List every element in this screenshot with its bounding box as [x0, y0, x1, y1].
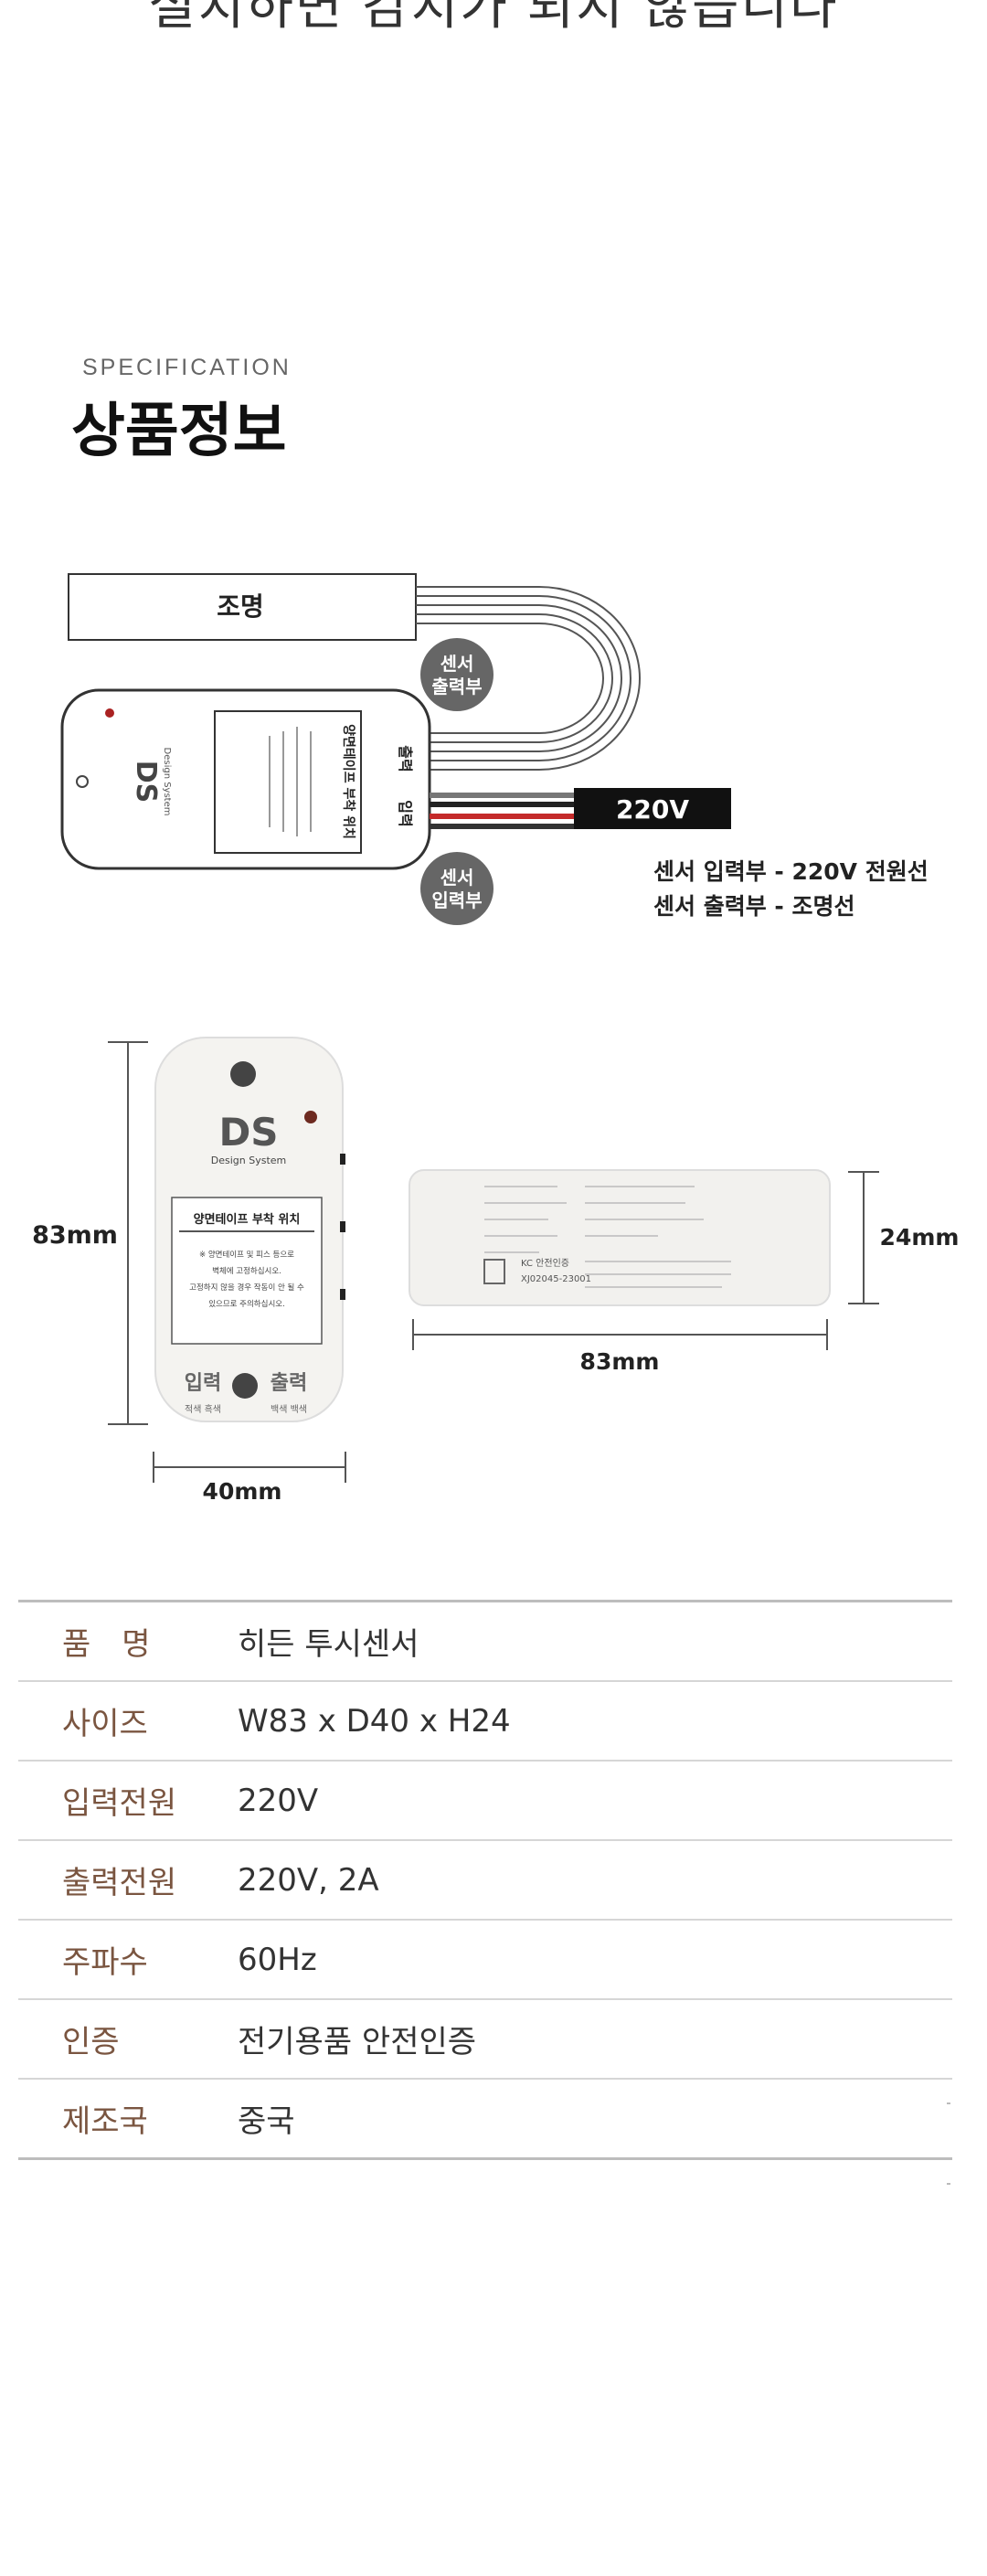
kc-text: KC 안전인증: [521, 1258, 569, 1269]
spec-value: 220V, 2A: [238, 1861, 379, 1899]
spec-value: 220V: [238, 1782, 319, 1819]
front-led: [304, 1111, 317, 1123]
device-logo: DS: [130, 761, 162, 804]
front-sticker-line-1: ※ 양면테이프 및 피스 등으로: [199, 1250, 294, 1260]
front-brand: Design System: [211, 1155, 287, 1166]
kc-code: XJ02045-23001: [521, 1274, 591, 1284]
output-wires: [416, 586, 641, 771]
spec-label: 주파수: [62, 1944, 148, 1981]
spec-value: 60Hz: [238, 1941, 317, 1978]
front-sticker: [171, 1197, 323, 1345]
side-length-label: 83mm: [580, 1348, 660, 1375]
spec-value: W83 x D40 x H24: [238, 1702, 511, 1740]
spec-row: 입력전원 220V: [18, 1762, 952, 1841]
spec-row: 품 명 히든 투시센서: [18, 1600, 952, 1682]
dimension-drawing: 83mm DS Design System 양면테이프 부착 위치 ※ 양면테이…: [32, 1037, 960, 1505]
side-height-label: 24mm: [880, 1224, 960, 1251]
spec-table: 품 명 히든 투시센서 사이즈 W83 x D40 x H24 입력전원 220…: [18, 1600, 952, 2160]
device-sticker-title: 양면테이프 부착 위치: [341, 724, 356, 839]
sensor-output-label-1: 센서: [440, 653, 474, 675]
front-sticker-inner: [179, 1230, 314, 1232]
device-screw: [76, 775, 89, 788]
spec-value: 전기용품 안전인증: [238, 2024, 477, 2060]
device-brand: Design System: [162, 748, 172, 816]
lamp-box: [68, 573, 417, 641]
sensor-output-bubble: [420, 638, 494, 711]
edge-mark: [947, 2102, 950, 2104]
spec-value: 히든 투시센서: [238, 1626, 419, 1663]
lamp-label: 조명: [217, 591, 264, 622]
spec-label: 제조국: [62, 2103, 148, 2140]
edge-mark: [947, 2183, 950, 2185]
spec-label: 품 명: [62, 1626, 151, 1663]
legend-output: 센서 출력부 - 조명선: [653, 893, 855, 920]
side-height-dimension: [848, 1171, 879, 1304]
front-width-dimension: [153, 1452, 346, 1483]
front-side-clips: [340, 1154, 345, 1300]
front-sticker-title: 양면테이프 부착 위치: [194, 1212, 301, 1227]
sensor-output-label-2: 출력부: [431, 676, 482, 697]
front-port-out: 출력: [271, 1372, 307, 1395]
front-sticker-line-4: 있으므로 주의하십시오.: [208, 1299, 285, 1309]
spec-label: 출력전원: [62, 1865, 177, 1901]
side-length-dimension: [412, 1319, 828, 1350]
spec-value: 중국: [238, 2103, 295, 2140]
spec-row: 인증 전기용품 안전인증: [18, 2000, 952, 2080]
spec-label: 사이즈: [62, 1706, 148, 1742]
spec-label: 입력전원: [62, 1785, 177, 1822]
sensor-input-bubble: [420, 852, 494, 925]
front-port-in-sub: 적색 흑색: [185, 1403, 221, 1415]
power-label: 220V: [616, 794, 689, 825]
section-eyebrow: SPECIFICATION: [82, 355, 292, 380]
device-sticker: [214, 710, 362, 854]
side-device-body: [409, 1169, 831, 1306]
wiring-diagram: 조명 양면테이프 부착 위치 DS Design System 출력 입력 22…: [60, 573, 929, 925]
device-port-in: 입력: [397, 800, 414, 826]
front-sticker-line-3: 고정하지 않을 경우 작동이 안 될 수: [189, 1283, 304, 1293]
spec-row: 사이즈 W83 x D40 x H24: [18, 1682, 952, 1762]
top-caption: 설치하면 감지가 되지 않습니다: [148, 0, 839, 37]
front-port-in: 입력: [185, 1372, 221, 1395]
spec-row: 주파수 60Hz: [18, 1921, 952, 2000]
front-height-dimension: [108, 1041, 148, 1425]
front-port-out-sub: 백색 백색: [271, 1404, 307, 1415]
spec-row: 출력전원 220V, 2A: [18, 1841, 952, 1921]
spec-row: 제조국 중국: [18, 2080, 952, 2160]
spec-label: 인증: [62, 2024, 120, 2060]
sensor-input-label-1: 센서: [440, 867, 474, 889]
side-device-label-lines: [484, 1186, 731, 1288]
section-title: 상품정보: [71, 398, 287, 465]
front-bottom-screw: [232, 1373, 258, 1399]
kc-mark: [483, 1259, 505, 1284]
legend-input: 센서 입력부 - 220V 전원선: [653, 858, 929, 885]
device-port-out: 출력: [397, 745, 414, 772]
front-logo: DS: [218, 1110, 278, 1155]
device-led: [105, 708, 114, 718]
sensor-input-label-2: 입력부: [431, 889, 482, 911]
front-width-label: 40mm: [203, 1478, 282, 1505]
front-top-screw: [230, 1061, 256, 1087]
input-wires: [430, 793, 576, 829]
front-height-label: 83mm: [32, 1221, 118, 1250]
power-cable: [574, 788, 731, 829]
device-sticker-lines: [269, 727, 312, 836]
front-sticker-line-2: 벽체에 고정하십시오.: [212, 1266, 281, 1276]
